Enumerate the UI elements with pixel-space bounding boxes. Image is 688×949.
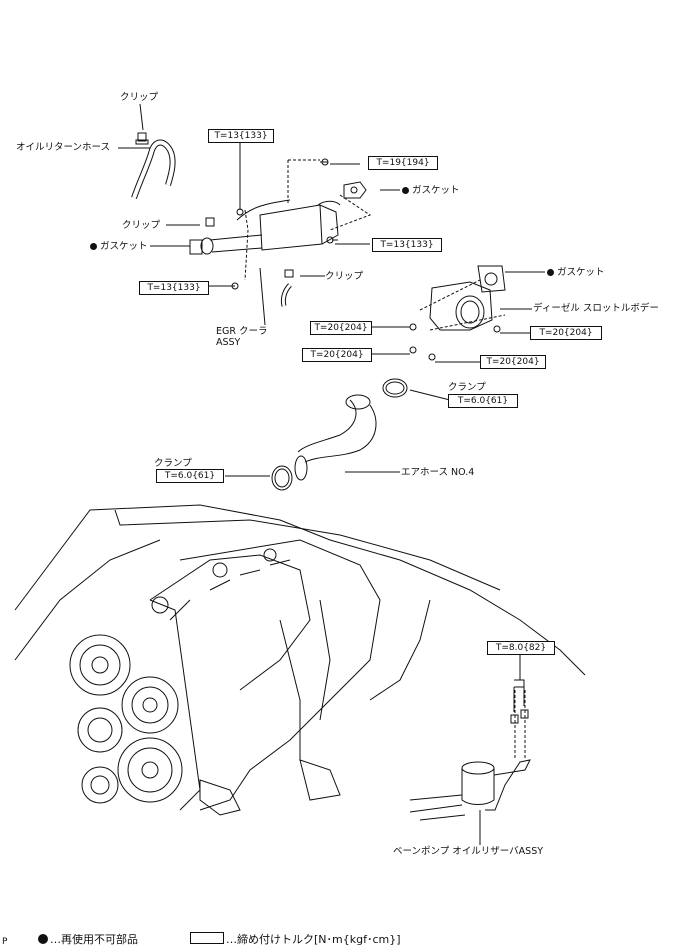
- egr-small-hose: [280, 283, 292, 307]
- legend-torque: …締め付けトルク[N･m{kgf･cm}]: [190, 931, 401, 947]
- label-clip-top: クリップ: [120, 92, 159, 103]
- clamp-lower-part: [271, 465, 293, 491]
- leader-lines: [118, 103, 545, 845]
- clamp-upper-part: [382, 378, 408, 398]
- torque-box-clamp-upper: T=6.0{61}: [448, 394, 518, 408]
- label-clamp-upper: クランプ: [448, 382, 486, 393]
- gasket-left-part: [189, 239, 203, 255]
- label-egr-cooler: EGR クーラ: [216, 326, 268, 337]
- label-gasket-upper: ガスケット: [402, 185, 460, 196]
- torque-box-throttle-3: T=20{204}: [530, 326, 602, 340]
- page-marker: P: [2, 937, 8, 947]
- bolts-egr: [205, 158, 338, 290]
- torque-box-throttle-2: T=20{204}: [302, 348, 372, 362]
- torque-box-throttle-4: T=20{204}: [480, 355, 546, 369]
- label-clip-right: クリップ: [325, 271, 364, 282]
- label-gasket-left: ガスケット: [90, 241, 148, 252]
- label-clip-left: クリップ: [122, 220, 161, 231]
- label-diesel-throttle-body: ディーゼル スロットルボデー: [533, 303, 659, 314]
- legend-non-reusable: …再使用不可部品: [38, 931, 138, 947]
- dashed-guides: [244, 159, 526, 760]
- throttle-body-part: [409, 265, 506, 361]
- torque-box-icon: [190, 932, 224, 944]
- torque-box-egr-nut-lower: T=13{133}: [139, 281, 209, 295]
- air-hose-part: [294, 394, 377, 481]
- label-air-hose: エアホース NO.4: [401, 467, 475, 478]
- torque-box-clamp-lower: T=6.0{61}: [156, 469, 224, 483]
- clip-top-part: [135, 132, 149, 145]
- torque-box-egr-bolt-right: T=13{133}: [372, 238, 442, 252]
- label-gasket-throttle: ガスケット: [547, 267, 605, 278]
- label-vane-pump-reservoir: ベーンポンプ オイルリザーバASSY: [393, 846, 544, 857]
- label-oil-return-hose: オイルリターンホース: [16, 142, 111, 153]
- torque-box-reservoir-bolts: T=8.0{82}: [487, 641, 555, 655]
- torque-box-throttle-1: T=20{204}: [310, 321, 372, 335]
- oil-return-hose: [131, 139, 176, 199]
- gasket-upper-part: [343, 181, 367, 199]
- vane-pump-reservoir-part: [409, 679, 531, 821]
- filled-dot-icon: [38, 934, 48, 944]
- label-egr-cooler-assy: ASSY: [216, 337, 241, 348]
- label-clamp-lower: クランプ: [154, 458, 192, 469]
- legend-torque-text: …締め付けトルク[N･m{kgf･cm}]: [226, 933, 401, 946]
- egr-cooler-part: [200, 199, 341, 255]
- engine-illustration: [14, 504, 586, 816]
- legend-non-reusable-text: …再使用不可部品: [50, 933, 138, 946]
- torque-box-egr-top: T=13{133}: [208, 129, 274, 143]
- torque-box-egr-bolt-upper: T=19{194}: [368, 156, 438, 170]
